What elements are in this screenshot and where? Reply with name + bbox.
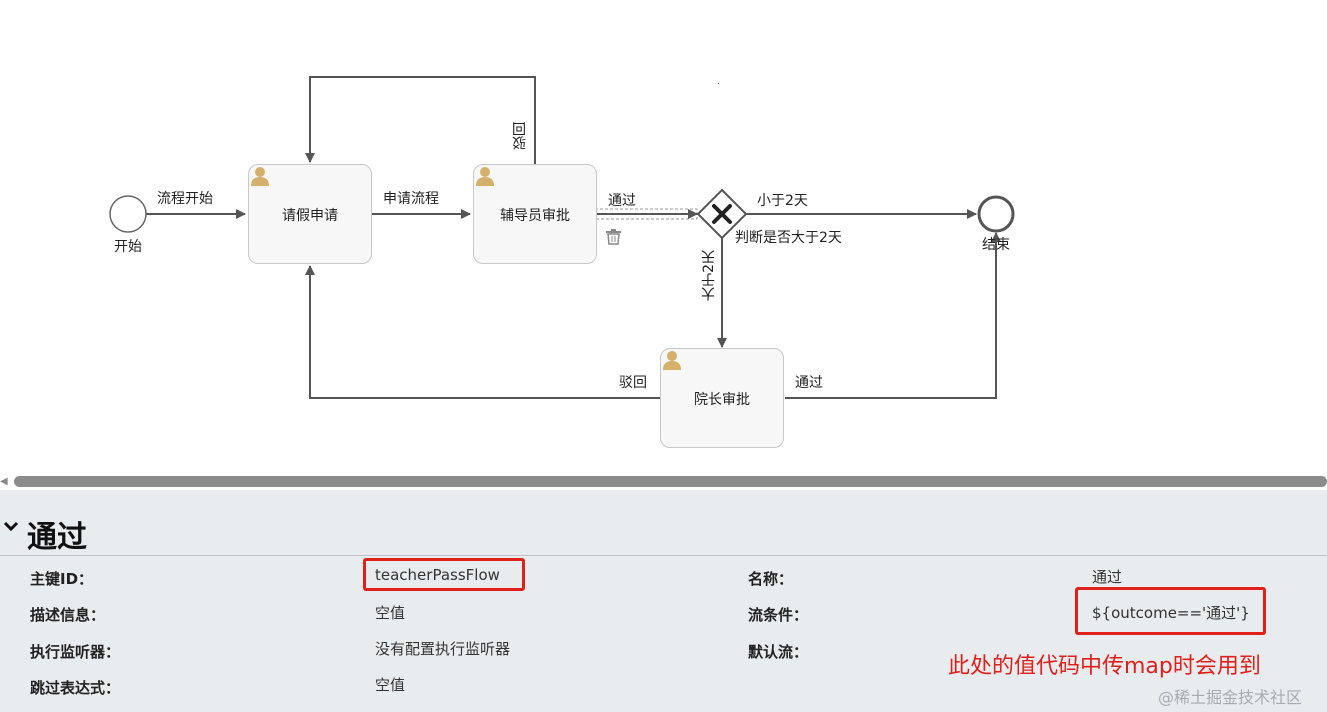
prop-key-listeners: 执行监听器：: [30, 643, 121, 661]
flow-label-more-than-2[interactable]: 大于2天: [701, 250, 717, 301]
watermark: @稀土掘金技术社区: [1158, 688, 1303, 707]
task-label: 辅导员审批: [500, 208, 570, 224]
end-event[interactable]: [977, 195, 1015, 233]
flow-label-less-than-2[interactable]: 小于2天: [757, 193, 808, 209]
task-label: 院长审批: [694, 392, 750, 408]
flow-label-start[interactable]: 流程开始: [157, 191, 213, 207]
prop-value-skip-expression[interactable]: 空值: [375, 676, 406, 694]
prop-key-skip-expression: 跳过表达式：: [30, 679, 121, 697]
end-event-label: 结束: [982, 237, 1010, 253]
properties-panel: 通过 主键ID： teacherPassFlow 描述信息： 空值 执行监听器：…: [0, 490, 1327, 712]
task-label: 请假申请: [282, 208, 338, 224]
properties-title: 通过: [27, 520, 87, 555]
flow-dean-pass[interactable]: [785, 232, 1001, 399]
canvas-dot: [718, 83, 719, 84]
prop-value-id[interactable]: teacherPassFlow: [375, 566, 500, 584]
flow-label-apply[interactable]: 申请流程: [383, 191, 439, 207]
prop-value-name[interactable]: 通过: [1092, 568, 1123, 586]
prop-key-id: 主键ID：: [30, 570, 94, 588]
prop-key-name: 名称：: [748, 570, 794, 588]
prop-value-condition[interactable]: ${outcome=='通过'}: [1092, 604, 1250, 622]
flow-label-dean-reject[interactable]: 驳回: [619, 375, 647, 391]
highlight-box-condition: [1075, 587, 1266, 635]
horizontal-scrollbar[interactable]: ◀: [0, 475, 1327, 489]
user-icon: [663, 351, 681, 370]
delete-icon[interactable]: [606, 229, 621, 245]
diagram-connections: [109, 76, 1015, 399]
flow-label-dean-pass[interactable]: 通过: [795, 375, 823, 391]
prop-key-condition: 流条件：: [748, 606, 809, 624]
gateway-label: 判断是否大于2天: [735, 230, 842, 246]
user-icon: [476, 167, 494, 186]
start-event-label: 开始: [114, 239, 142, 255]
flow-counselor-reject[interactable]: [305, 76, 536, 164]
highlight-box-id: [363, 558, 525, 591]
flow-dean-reject[interactable]: [305, 265, 660, 399]
prop-key-default-flow: 默认流：: [748, 643, 809, 661]
flow-label-counselor-reject[interactable]: 驳回: [512, 122, 528, 150]
chevron-down-icon[interactable]: [3, 518, 19, 534]
flow-label-counselor-pass[interactable]: 通过: [608, 193, 636, 209]
task-counselor-approval[interactable]: 辅导员审批: [473, 164, 597, 264]
prop-value-listeners[interactable]: 没有配置执行监听器: [375, 640, 511, 658]
scrollbar-thumb[interactable]: [14, 476, 1327, 487]
properties-header[interactable]: 通过: [0, 500, 1327, 555]
user-icon: [251, 167, 269, 186]
start-event[interactable]: [109, 195, 147, 233]
prop-key-description: 描述信息：: [30, 606, 106, 624]
scroll-left-icon[interactable]: ◀: [0, 476, 8, 487]
prop-value-description[interactable]: 空值: [375, 604, 406, 622]
task-leave-application[interactable]: 请假申请: [248, 164, 372, 264]
divider: [0, 555, 1327, 556]
exclusive-gateway[interactable]: [696, 188, 748, 240]
task-dean-approval[interactable]: 院长审批: [660, 348, 784, 448]
process-diagram-canvas[interactable]: 开始 结束 请假申请 辅导员审批 院长审批 流程开始 申请流程 驳回 通过 小于…: [0, 0, 1327, 470]
annotation-note: 此处的值代码中传map时会用到: [948, 654, 1261, 679]
